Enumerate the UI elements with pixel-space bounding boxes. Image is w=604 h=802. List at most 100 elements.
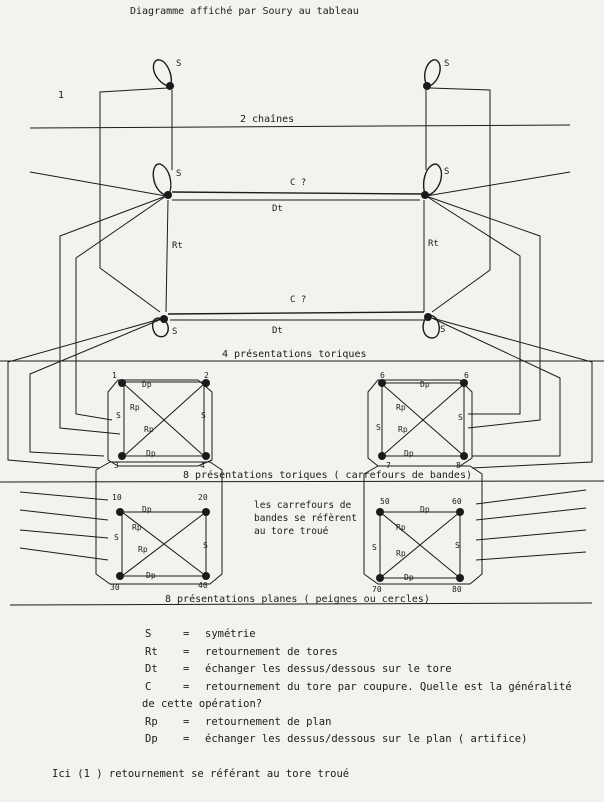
page-marker: 1: [58, 90, 64, 101]
lower-torus-right: [422, 313, 440, 339]
label-c-bottom: C ?: [290, 295, 306, 305]
legend-symbol: C: [145, 680, 152, 693]
label-dt-bottom: Dt: [272, 326, 283, 336]
label-dp-5: Dp: [142, 505, 152, 514]
node-80: 80: [452, 585, 462, 594]
legend-continuation: de cette opération?: [142, 698, 263, 710]
legend-row: Rp = retournement de plan: [145, 714, 595, 732]
label-s-sq1-right: S: [201, 411, 206, 420]
node-6b: 6: [464, 371, 469, 380]
node-30: 30: [110, 583, 120, 592]
legend-equals: =: [183, 680, 190, 693]
label-s-upper-right: S: [444, 167, 449, 177]
node-2: 2: [204, 371, 209, 380]
legend-symbol: Rp: [145, 715, 158, 728]
label-dp-7: Dp: [420, 505, 430, 514]
legend-symbol: Rt: [145, 645, 158, 658]
legend-row: C = retournement du tore par coupure. Qu…: [145, 679, 595, 697]
chain-loop-right: [423, 59, 491, 313]
square-left-lower: [95, 461, 223, 585]
legend-definition: échanger les dessus/dessous sur le tore: [205, 663, 452, 675]
separator-line-1: [29, 124, 571, 129]
legend-row: Dt = échanger les dessus/dessous sur le …: [145, 661, 595, 679]
rt-line-left: [165, 199, 169, 313]
node-60: 60: [452, 497, 462, 506]
label-rp-2: Rp: [144, 425, 154, 434]
label-rp-7: Rp: [396, 523, 406, 532]
separator-line-4: [9, 602, 593, 606]
legend-definition: symétrie: [205, 628, 256, 640]
label-s-lower-right: S: [440, 325, 445, 335]
footnote: Ici (1 ) retournement se référant au tor…: [52, 768, 350, 780]
legend-symbol: Dt: [145, 663, 158, 675]
connector-lines: [7, 171, 593, 469]
note-line-2: bandes se réfèrent: [254, 513, 357, 524]
label-s-sq3-right: S: [203, 541, 208, 550]
label-dp-4: Dp: [404, 449, 414, 458]
label-s-sq3-left: S: [114, 533, 119, 542]
label-c-top: C ?: [290, 178, 306, 188]
c-line-top: [171, 191, 423, 195]
node-3: 3: [114, 461, 119, 470]
node-6a: 6: [380, 371, 385, 380]
square-right-lower: [363, 465, 483, 585]
label-dp-3: Dp: [420, 380, 430, 389]
note-line-1: les carrefours de: [254, 500, 352, 511]
label-dt-top: Dt: [272, 204, 283, 214]
connector-lines-lower: [19, 489, 587, 561]
legend-equals: =: [183, 663, 190, 675]
node-4: 4: [200, 461, 205, 470]
legend-equals: =: [183, 733, 190, 745]
legend-definition: retournement de tores: [205, 645, 338, 658]
band-label-tori: 4 présentations toriques: [222, 348, 367, 360]
label-rt-right: Rt: [428, 239, 439, 249]
node-70: 70: [372, 585, 382, 594]
legend-symbol: Dp: [145, 733, 158, 745]
legend-equals: =: [183, 628, 190, 640]
label-s-sq2-left: S: [376, 423, 381, 432]
c-line-bottom: [167, 311, 425, 315]
note-line-3: au tore troué: [254, 526, 329, 537]
label-rp-3: Rp: [396, 403, 406, 412]
legend-definition: retournement de plan: [205, 715, 332, 728]
legend: S = symétrie Rt = retournement de tores …: [142, 626, 595, 749]
legend-definition: échanger les dessus/dessous sur le plan …: [205, 733, 528, 745]
label-dp-6: Dp: [146, 571, 156, 580]
label-s-sq1-left: S: [116, 411, 121, 420]
label-rp-8: Rp: [396, 549, 406, 558]
square-left-upper: [107, 379, 213, 467]
node-40: 40: [198, 581, 208, 590]
label-s-top-right: S: [444, 59, 449, 69]
legend-equals: =: [183, 645, 190, 658]
square-right-upper: [367, 379, 473, 467]
label-rp-4: Rp: [398, 425, 408, 434]
label-s-sq4-right: S: [455, 541, 460, 550]
node-1: 1: [112, 371, 117, 380]
label-rp-1: Rp: [130, 403, 140, 412]
band-label-crossings: 8 présentations toriques ( carrefours de…: [183, 469, 472, 481]
legend-row: Dp = échanger les dessus/dessous sur le …: [145, 731, 595, 749]
node-10: 10: [112, 493, 122, 502]
node-20: 20: [198, 493, 208, 502]
label-rp-5: Rp: [132, 523, 142, 532]
label-s-lower-left: S: [172, 327, 177, 337]
band-label-planes: 8 présentations planes ( peignes ou cerc…: [165, 593, 430, 605]
separator-line-3: [0, 480, 604, 483]
legend-symbol: S: [145, 628, 152, 640]
label-dp-2: Dp: [146, 449, 156, 458]
band-label-chains: 2 chaînes: [240, 113, 294, 125]
chain-loop-left: [99, 59, 174, 313]
legend-row: S = symétrie: [145, 626, 595, 644]
label-rp-6: Rp: [138, 545, 148, 554]
legend-definition: retournement du tore par coupure. Quelle…: [205, 680, 572, 693]
label-s-sq4-left: S: [372, 543, 377, 552]
upper-torus-left: [152, 163, 172, 199]
lower-torus-left: [151, 315, 169, 338]
label-dp-8: Dp: [404, 573, 414, 582]
label-rt-left: Rt: [172, 241, 183, 251]
label-dp-1: Dp: [142, 380, 152, 389]
label-s-sq2-right: S: [458, 413, 463, 422]
label-s-upper-left: S: [176, 169, 181, 179]
node-50: 50: [380, 497, 390, 506]
